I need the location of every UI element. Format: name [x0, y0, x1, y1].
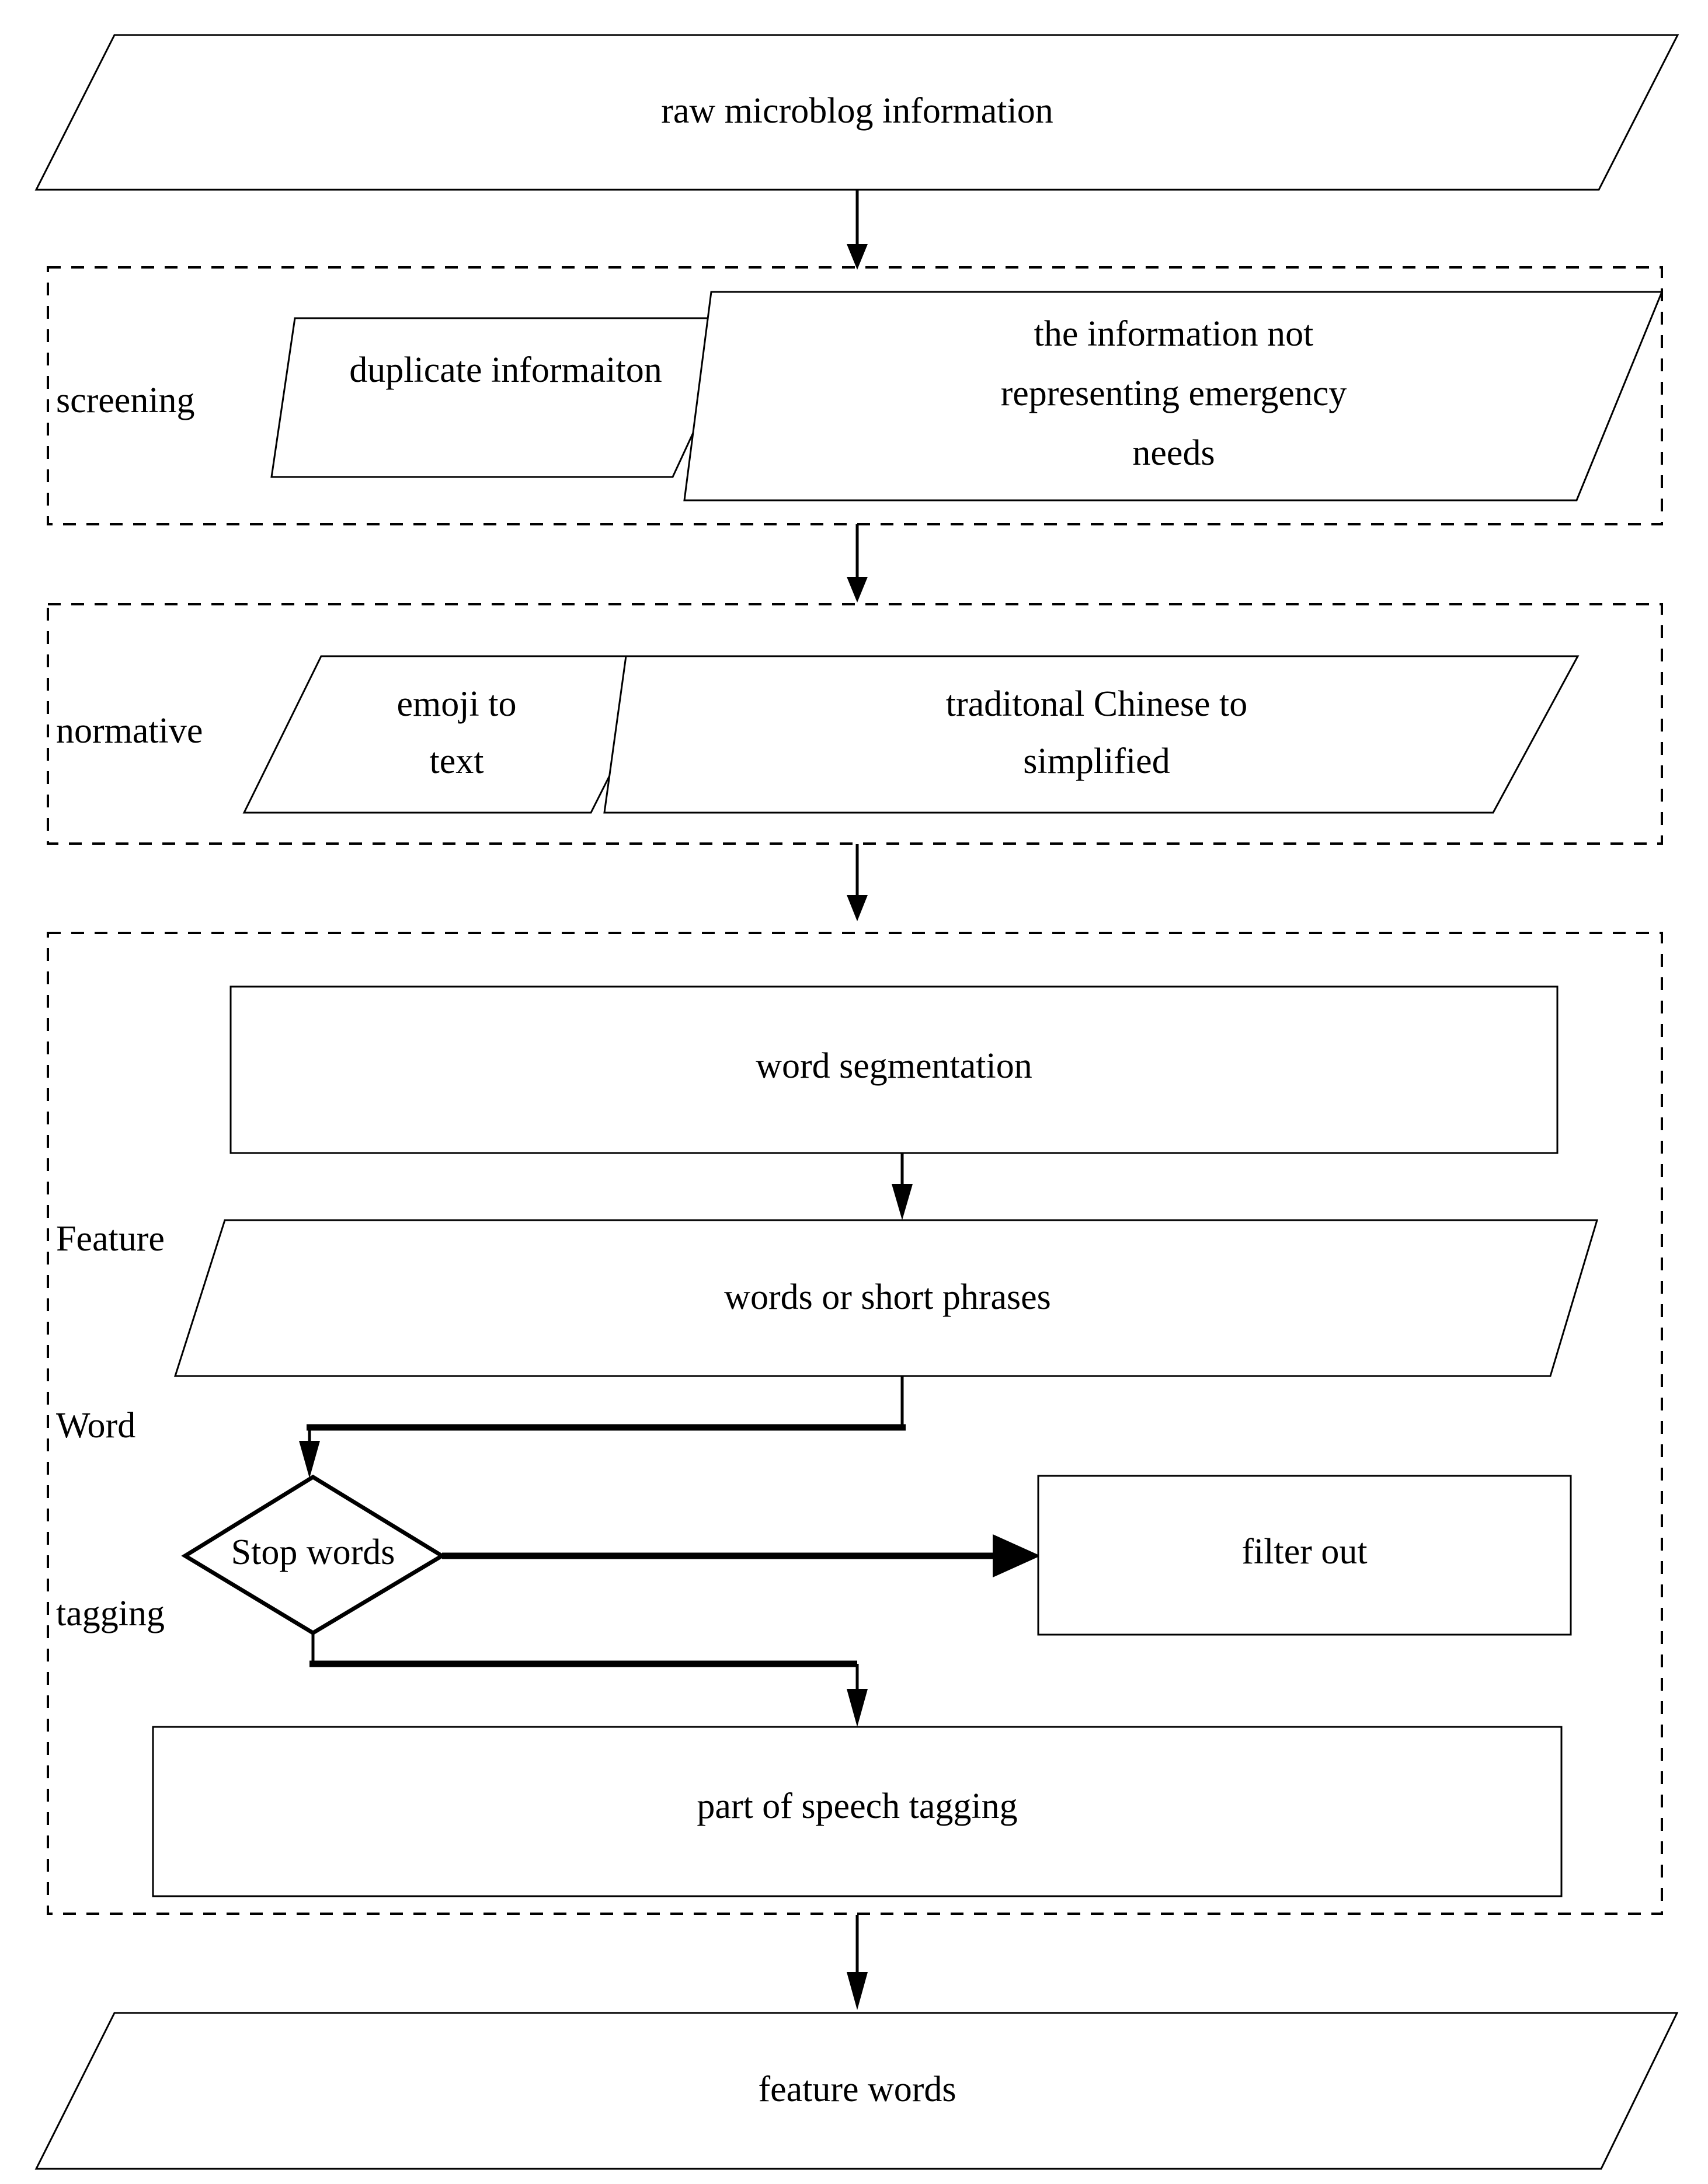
node-part-of-speech-tagging[interactable]: part of speech tagging: [152, 1726, 1563, 1897]
edge-words-to-stop-words: [299, 1376, 906, 1478]
node-information-not-representing-emergency-needs[interactable]: the information not representing emergen…: [683, 291, 1664, 501]
node-label-not-emergency-line3: needs: [1132, 433, 1215, 473]
node-label-not-emergency-line1: the information not: [1034, 314, 1314, 354]
group-screening: screening: [47, 266, 1663, 525]
group-label-tagging: tagging: [56, 1594, 165, 1633]
group-label-screening: screening: [56, 381, 195, 420]
edge-stop-words-to-filter-out: [442, 1534, 1041, 1577]
group-label-feature: Feature: [56, 1219, 165, 1259]
group-label-normative: normative: [56, 711, 203, 751]
edge-part-of-speech-tagging-to-feature-words: [847, 1915, 868, 2010]
node-label-traditional-line2: simplified: [1023, 741, 1170, 781]
edge-word-segmentation-to-words-or-short-phrases: [892, 1153, 913, 1220]
rectangle-shape: [1037, 1475, 1572, 1636]
node-stop-words[interactable]: Stop words: [181, 1474, 446, 1636]
parallelogram-shape: [242, 655, 672, 814]
screening-dashed-boundary: [47, 266, 1663, 525]
node-label-filter-out: filter out: [1241, 1532, 1367, 1572]
node-words-or-short-phrases[interactable]: words or short phrases: [173, 1219, 1599, 1377]
edge-screening-to-normative: [847, 524, 868, 602]
node-label-stop-words: Stop words: [231, 1532, 395, 1572]
node-duplicate-information[interactable]: duplicate informaiton: [270, 317, 748, 478]
node-label-emoji-to-text-line1: emoji to: [397, 684, 517, 724]
node-label-words-or-short-phrases: words or short phrases: [724, 1277, 1051, 1317]
node-label-traditional-line1: traditonal Chinese to: [946, 684, 1248, 724]
parallelogram-shape: [683, 291, 1664, 501]
edge-normative-to-feature-word-tagging: [847, 844, 868, 921]
node-label-not-emergency-line2: representing emergency: [1001, 374, 1347, 413]
node-raw-microblog-information[interactable]: raw microblog information: [34, 34, 1679, 191]
parallelogram-shape: [603, 655, 1580, 814]
parallelogram-shape: [34, 34, 1679, 191]
node-word-segmentation[interactable]: word segmentation: [229, 985, 1559, 1154]
group-label-word: Word: [56, 1406, 135, 1445]
node-traditional-chinese-to-simplified[interactable]: traditonal Chinese to simplified: [603, 655, 1580, 814]
parallelogram-shape: [173, 1219, 1599, 1377]
parallelogram-shape: [270, 317, 748, 478]
node-label-word-segmentation: word segmentation: [756, 1046, 1032, 1086]
feature-word-tagging-dashed-boundary: [47, 932, 1663, 1915]
group-feature-word-tagging: Feature Word tagging: [47, 932, 1663, 1915]
edge-raw-input-to-screening: [847, 190, 868, 270]
node-label-feature-words: feature words: [758, 2070, 956, 2109]
normative-dashed-boundary: [47, 603, 1663, 845]
node-label-part-of-speech-tagging: part of speech tagging: [697, 1786, 1017, 1826]
rectangle-shape: [152, 1726, 1563, 1897]
edge-stop-words-to-part-of-speech-tagging: [309, 1633, 868, 1727]
node-label-duplicate-information-line1: duplicate informaiton: [349, 350, 662, 390]
rectangle-shape: [229, 985, 1559, 1154]
node-filter-out[interactable]: filter out: [1037, 1475, 1572, 1636]
node-feature-words[interactable]: feature words: [34, 2012, 1679, 2170]
parallelogram-shape: [34, 2012, 1679, 2170]
group-normative: normative: [47, 603, 1663, 845]
node-label-raw-input: raw microblog information: [661, 91, 1053, 131]
node-label-emoji-to-text-line2: text: [430, 741, 484, 781]
node-emoji-to-text[interactable]: emoji to text: [242, 655, 672, 814]
